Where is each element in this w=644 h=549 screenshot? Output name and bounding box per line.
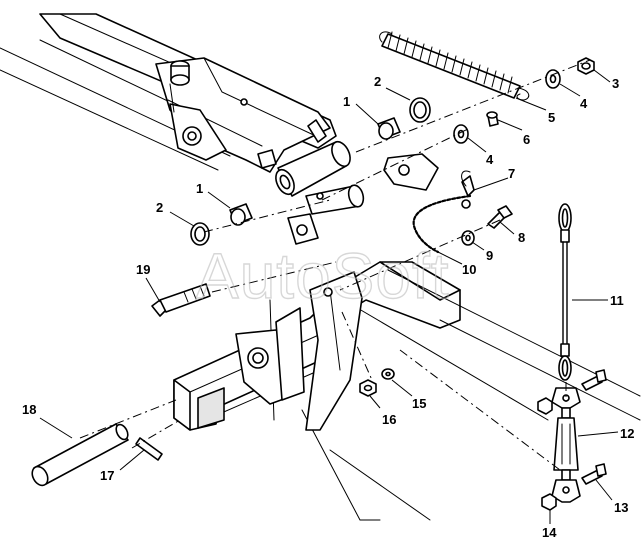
callout-1-top: 1 xyxy=(343,94,350,109)
callout-2-lower: 2 xyxy=(156,200,163,215)
bushing-1-lower xyxy=(229,203,253,226)
lynch-pin xyxy=(461,170,475,209)
retaining-chain xyxy=(412,194,472,254)
pivot-tube xyxy=(275,140,365,215)
assembly-lines xyxy=(79,59,591,471)
cable-11 xyxy=(558,203,572,381)
bolt-13-top xyxy=(581,369,607,391)
washer-4-top xyxy=(545,69,561,89)
nut-16 xyxy=(359,379,377,397)
callout-3: 3 xyxy=(612,76,619,91)
callout-13: 13 xyxy=(614,500,628,515)
washer-2-top xyxy=(409,97,431,123)
pin-18 xyxy=(31,423,129,487)
callout-9: 9 xyxy=(486,248,493,263)
callout-19: 19 xyxy=(136,262,150,277)
link-plate xyxy=(383,153,439,191)
roll-pin-17 xyxy=(135,437,163,461)
watermark-text: AutoSoft xyxy=(196,240,450,312)
bolt-19 xyxy=(151,283,211,317)
washer-15 xyxy=(381,368,395,380)
callout-17: 17 xyxy=(100,468,114,483)
callout-1-lower: 1 xyxy=(196,181,203,196)
callout-10: 10 xyxy=(462,262,476,277)
callout-4-top: 4 xyxy=(580,96,588,111)
callout-11: 11 xyxy=(610,293,624,308)
bolt-8 xyxy=(487,205,513,229)
pivot-bracket xyxy=(235,213,363,431)
callout-14: 14 xyxy=(542,525,557,540)
nut-14-bottom xyxy=(541,493,557,511)
callout-5: 5 xyxy=(548,110,555,125)
callout-2-top: 2 xyxy=(374,74,381,89)
callout-18: 18 xyxy=(22,402,36,417)
callout-12: 12 xyxy=(620,426,634,441)
boom-bracket-assembly xyxy=(155,57,331,173)
callout-labels: 1 1 2 2 3 4 4 5 6 7 8 9 10 11 12 13 14 1… xyxy=(22,74,634,540)
bolt-13-bottom xyxy=(581,463,607,485)
callout-16: 16 xyxy=(382,412,396,427)
callout-8: 8 xyxy=(518,230,525,245)
bushing-1-top xyxy=(377,117,401,140)
washer-4-mid xyxy=(453,124,469,144)
callout-4-mid: 4 xyxy=(486,152,494,167)
callout-6: 6 xyxy=(523,132,530,147)
turnbuckle-12 xyxy=(551,387,581,503)
extension-spring xyxy=(379,31,530,101)
leader-lines xyxy=(39,69,619,524)
washer-2-lower xyxy=(190,222,210,246)
callout-7: 7 xyxy=(508,166,515,181)
spacer-6 xyxy=(486,111,499,127)
washer-9 xyxy=(461,230,475,246)
nut-3 xyxy=(577,57,595,75)
callout-15: 15 xyxy=(412,396,426,411)
nut-14-top xyxy=(537,397,553,415)
